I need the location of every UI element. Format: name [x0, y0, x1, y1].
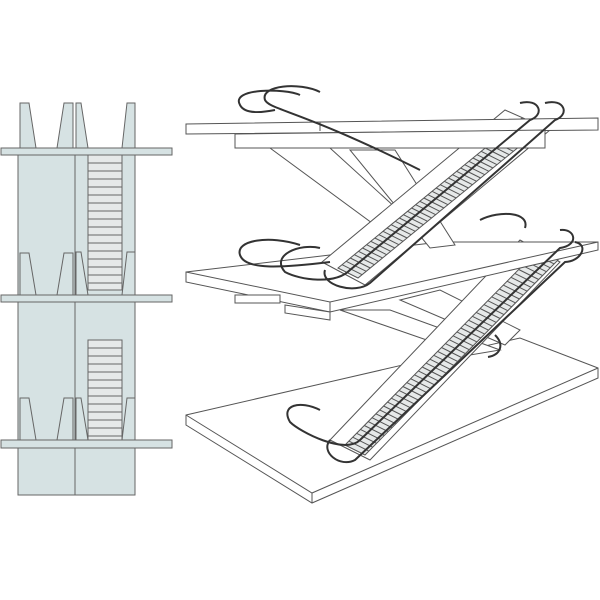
upper-handrail-left — [280, 101, 540, 281]
step-line — [403, 214, 424, 226]
step-line — [390, 224, 412, 236]
step-line — [479, 308, 501, 319]
fin — [75, 102, 89, 149]
step-line — [444, 180, 465, 192]
escalator-steps-band — [87, 154, 123, 291]
slab-beam — [284, 304, 331, 321]
step-line — [476, 154, 498, 166]
perspective-view — [185, 109, 599, 504]
step-line — [354, 254, 375, 266]
slab-beam — [234, 129, 546, 149]
upper-handrail-right — [323, 101, 565, 290]
step-line — [415, 204, 436, 216]
fin — [121, 102, 136, 149]
step-line — [483, 304, 505, 316]
step-line — [499, 288, 520, 300]
step-line — [366, 244, 387, 256]
step-line — [484, 147, 506, 159]
floor-slab — [0, 439, 173, 449]
floor-slab — [0, 147, 173, 156]
step-line — [345, 260, 367, 272]
step-line — [398, 389, 420, 401]
step-line — [503, 284, 524, 296]
step-line — [510, 276, 532, 288]
step-line — [402, 386, 424, 397]
base-left — [17, 447, 76, 496]
handrails — [237, 85, 584, 463]
step-line — [360, 428, 381, 440]
step-line — [399, 217, 420, 229]
lower-handrail-top — [479, 212, 527, 229]
step-line — [435, 187, 457, 199]
step-line — [411, 207, 432, 219]
step-line — [414, 374, 435, 386]
top-floor-slab — [185, 117, 599, 135]
step-line — [375, 413, 397, 425]
step-line — [386, 227, 408, 239]
step-line — [487, 300, 509, 312]
upper-handrail-top — [237, 89, 301, 113]
step-line — [419, 200, 441, 212]
lower-handrail-right — [326, 241, 584, 463]
slab-beam — [234, 294, 281, 304]
step-line — [423, 197, 445, 209]
step-line — [410, 378, 431, 390]
step-line — [391, 397, 412, 409]
step-line — [480, 150, 502, 162]
fin — [56, 102, 74, 149]
step-line — [383, 405, 404, 417]
step-line — [370, 240, 391, 252]
step-line — [374, 237, 396, 249]
step-line — [452, 174, 473, 186]
step-line — [387, 401, 408, 413]
step-line — [495, 292, 516, 304]
step-line — [518, 269, 539, 280]
step-line — [371, 417, 393, 429]
step-line — [464, 164, 485, 176]
step-line — [418, 370, 439, 382]
lower-handrail-mid — [487, 334, 502, 358]
step-line — [456, 170, 477, 182]
upper-handrail-top2 — [263, 85, 421, 171]
step-line — [382, 230, 404, 242]
upper-handrail-bottom — [238, 238, 331, 268]
step-line — [476, 311, 497, 323]
step-line — [460, 167, 481, 179]
step-line — [358, 250, 379, 262]
step-line — [448, 177, 469, 189]
step-line — [364, 425, 385, 436]
step-line — [407, 210, 428, 222]
step-line — [491, 296, 512, 308]
lower-handrail-left — [286, 228, 575, 446]
step-line — [350, 257, 371, 269]
step-line — [427, 194, 449, 206]
escalator-steps-band — [87, 339, 123, 441]
step-line — [362, 247, 383, 259]
floor-slab — [0, 294, 173, 303]
step-line — [395, 220, 416, 232]
step-line — [431, 190, 453, 202]
elevation-steps — [87, 154, 123, 441]
elevation-view — [0, 102, 173, 496]
step-line — [522, 265, 543, 277]
step-line — [439, 184, 461, 196]
step-line — [472, 157, 494, 169]
step-line — [506, 280, 528, 292]
step-line — [406, 382, 427, 394]
step-line — [379, 409, 400, 421]
fin — [19, 102, 37, 149]
step-line — [394, 393, 416, 405]
step-line — [367, 421, 389, 433]
step-line — [341, 264, 363, 276]
step-line — [468, 160, 490, 172]
base-right — [74, 447, 136, 496]
step-line — [378, 234, 400, 246]
step-line — [514, 272, 536, 284]
